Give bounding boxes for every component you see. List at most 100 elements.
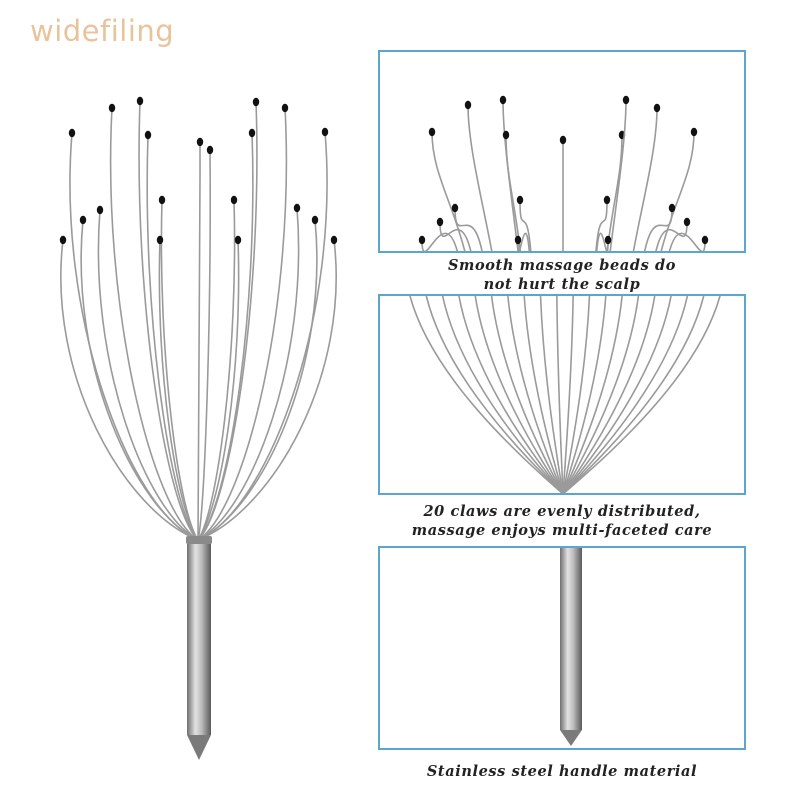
massage-bead [690, 127, 698, 137]
caption-handle-line-1: Stainless steel handle material [426, 763, 698, 780]
claw-wire [562, 295, 640, 495]
detail-panel-claws [378, 294, 746, 495]
claw-wire [562, 295, 623, 495]
massage-bead [559, 135, 567, 145]
massage-bead [451, 203, 459, 213]
massager-claw-wire [80, 219, 199, 541]
claw-wire-top [595, 232, 609, 253]
massage-bead [418, 235, 426, 245]
handle-closeup-rod [560, 548, 582, 730]
caption-beads: Smooth massage beads do not hurt the sca… [378, 256, 746, 294]
massage-bead [144, 130, 152, 140]
massage-bead [603, 195, 611, 205]
massager-claw-wire [197, 149, 211, 541]
massager-claw-wire [69, 132, 199, 541]
claw-wire [562, 295, 656, 495]
massager-claw-wire [197, 239, 240, 541]
massage-bead [436, 217, 444, 227]
claw-wire-top [595, 199, 608, 252]
massager-claw-wire [197, 239, 337, 541]
handle-collar [186, 536, 212, 544]
claw-wire [409, 295, 564, 495]
claw-wire-top [660, 131, 695, 252]
claw-wire-top [655, 221, 688, 252]
claw-wire-top [505, 134, 522, 252]
massager-claw-wire [138, 100, 199, 541]
massage-bead [499, 95, 507, 105]
handle-closeup-tip [560, 730, 582, 746]
massager-claw-wire [197, 207, 300, 541]
massage-bead [502, 130, 510, 140]
head-massager-full-view [59, 96, 338, 760]
massager-claw-wire [160, 199, 199, 541]
detail-panel-handle [378, 546, 746, 750]
claw-wire [562, 295, 721, 495]
claw-wire [490, 295, 564, 495]
caption-claws: 20 claws are evenly distributed, massage… [378, 502, 746, 540]
massager-claw-wire [60, 239, 199, 541]
claw-wire [539, 295, 564, 495]
handle-closeup [560, 548, 582, 746]
claw-wire-top [643, 207, 673, 252]
massage-bead [311, 215, 319, 225]
claw-wire [562, 295, 672, 495]
massage-bead [156, 235, 164, 245]
massager-claw-wire [197, 199, 236, 541]
massage-bead [108, 103, 116, 113]
claw-wire-top [668, 232, 706, 253]
massager-claw-wire [197, 101, 258, 541]
massager-claw-wire [197, 132, 254, 541]
massage-bead [516, 195, 524, 205]
caption-beads-line-2: not hurt the scalp [483, 276, 641, 293]
claw-wire-top [454, 207, 483, 252]
massage-bead [79, 215, 87, 225]
claw-wire [441, 295, 564, 495]
massager-claw-wire [97, 209, 199, 541]
claw-wire-top [609, 99, 627, 252]
massage-bead [701, 235, 709, 245]
claw-wire [562, 295, 705, 495]
massage-bead [514, 235, 522, 245]
massage-bead [230, 195, 238, 205]
massage-bead [653, 103, 661, 113]
massage-bead [330, 235, 338, 245]
claw-wire [562, 295, 574, 495]
massage-bead [683, 217, 691, 227]
massage-bead [428, 127, 436, 137]
massage-bead [248, 128, 256, 138]
caption-claws-line-1: 20 claws are evenly distributed, [423, 503, 701, 520]
claw-wire [556, 295, 564, 495]
massager-claw-wire [197, 131, 328, 541]
massage-bead [206, 145, 214, 155]
massage-bead [293, 203, 301, 213]
handle-tip [187, 735, 211, 760]
claw-wire-top [421, 232, 459, 253]
claw-wire [507, 295, 564, 495]
claws-closeup [409, 295, 721, 495]
claw-wire-top [517, 232, 531, 253]
claw-wire-top [467, 104, 493, 252]
claw-wire [474, 295, 564, 495]
massage-bead [622, 95, 630, 105]
caption-beads-line-1: Smooth massage beads do [447, 257, 677, 274]
massage-bead [96, 205, 104, 215]
stainless-handle [187, 540, 211, 735]
claw-wire [562, 295, 607, 495]
massage-bead [321, 127, 329, 137]
claw-wire-top [519, 199, 532, 252]
massage-bead [59, 235, 67, 245]
claw-wire-top [606, 134, 623, 252]
detail-panel-beads [378, 50, 746, 253]
massager-claw-wire [197, 107, 288, 541]
massage-bead [196, 137, 204, 147]
massage-bead [136, 96, 144, 106]
massage-bead [158, 195, 166, 205]
massage-bead [281, 103, 289, 113]
caption-claws-line-2: massage enjoys multi-faceted care [411, 522, 713, 539]
massager-claw-wire [158, 239, 199, 541]
claw-wire [458, 295, 564, 495]
massage-bead [668, 203, 676, 213]
massager-claw-wire [197, 141, 201, 541]
claw-wire [562, 295, 591, 495]
